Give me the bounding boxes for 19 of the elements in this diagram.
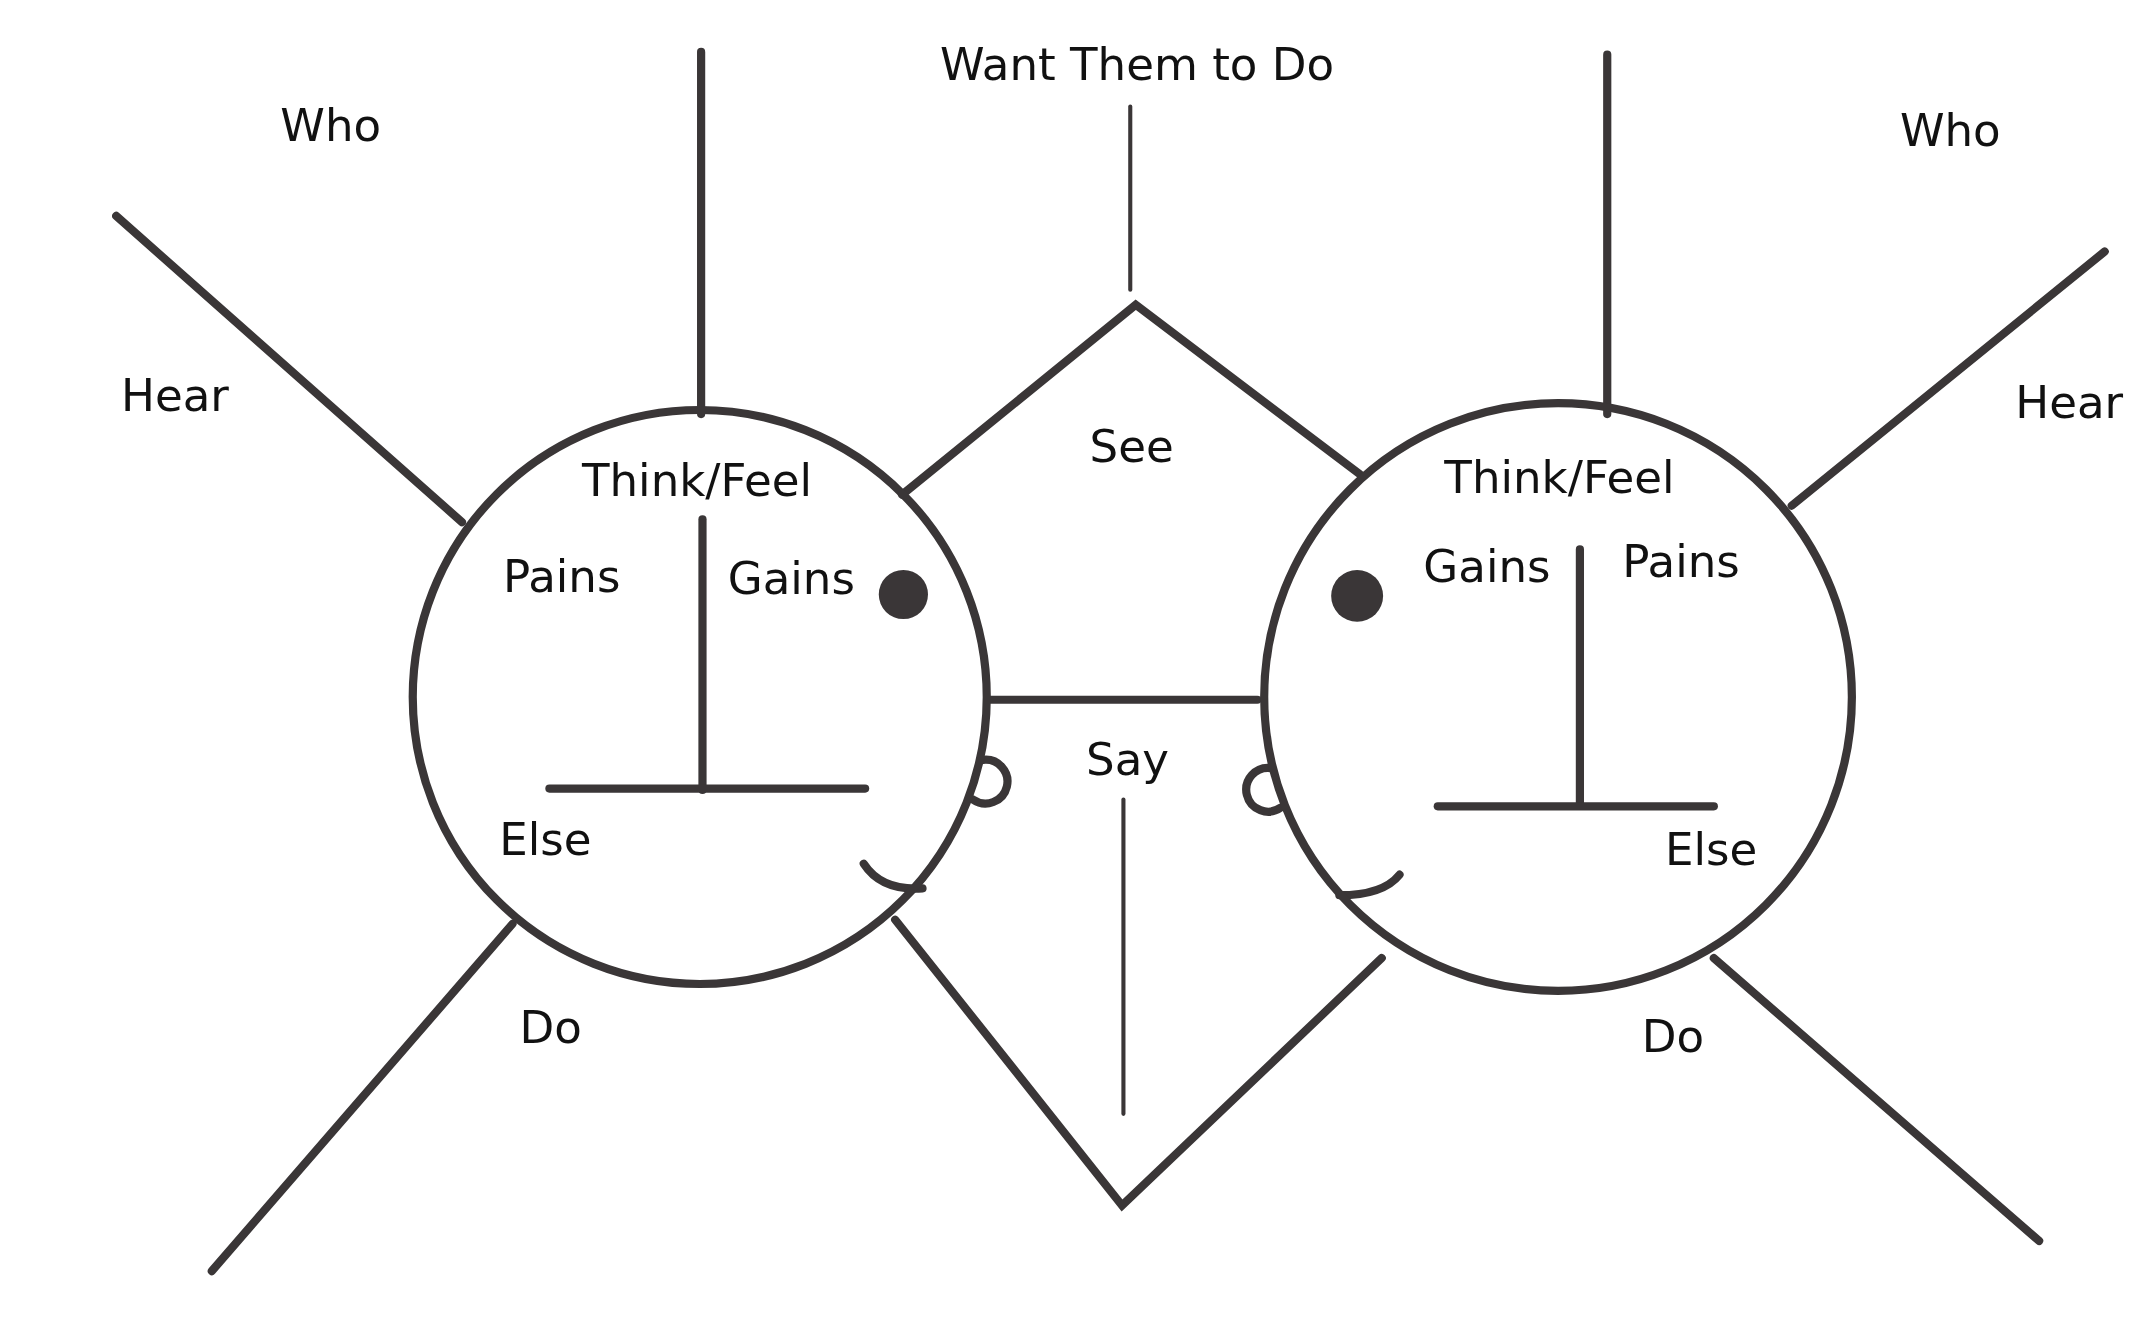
section-label: Who <box>280 100 382 151</box>
section-label: Gains <box>1423 542 1551 592</box>
head-circle <box>408 405 991 989</box>
section-label: Pains <box>1622 536 1740 587</box>
section-label: Do <box>519 1002 582 1053</box>
section-label: Pains <box>503 551 621 602</box>
section-label: Who <box>1899 106 2001 156</box>
section-label: Gains <box>727 554 855 605</box>
section-label: Want Them to Do <box>940 40 1335 91</box>
section-label: Hear <box>2015 378 2124 428</box>
section-label: Hear <box>121 371 229 422</box>
section-label: See <box>1089 422 1174 472</box>
section-label: Say <box>1086 735 1169 785</box>
section-label: Else <box>499 815 592 866</box>
section-label: Else <box>1664 825 1758 875</box>
head-circle <box>1260 399 1856 995</box>
section-label: Think/Feel <box>582 456 813 506</box>
section-label: Think/Feel <box>1444 453 1675 504</box>
section-label: Do <box>1641 1012 1704 1063</box>
